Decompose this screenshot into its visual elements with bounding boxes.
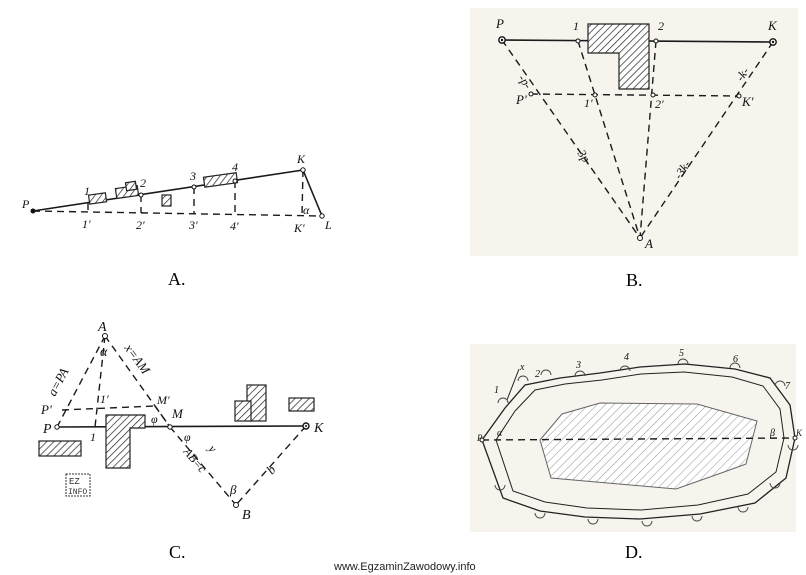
c-label-k: K (313, 421, 324, 436)
d-label-k: K (795, 428, 803, 438)
c-label-p: P (42, 422, 52, 437)
b-label-p: P (495, 16, 504, 31)
c-label-a: A (97, 320, 107, 335)
c-label-a-eq: a=PA (44, 365, 71, 398)
c-label-m-prime: M' (156, 393, 170, 407)
c-label-phi1: φ (151, 412, 158, 426)
caption-a: A. (168, 269, 186, 289)
b-label-a: A (644, 236, 653, 251)
c-label-beta: β (229, 482, 237, 497)
d-label-alpha: α (497, 428, 503, 439)
ez-info-logo: EZ INFO (65, 473, 91, 497)
b-label-1p: 1' (584, 96, 593, 110)
d-label-x: x (519, 362, 525, 373)
c-label-1: 1 (90, 430, 96, 444)
a-label-1p: 1' (82, 217, 91, 231)
c-label-m: M (171, 406, 184, 421)
c-label-b: B (242, 508, 251, 523)
a-label-2p: 2' (136, 218, 145, 232)
panel-d: x 1 2 3 4 5 6 7 P α β K (470, 344, 803, 532)
d-label-1: 1 (494, 385, 499, 396)
b-label-1: 1 (573, 19, 579, 33)
c-label-y: y (205, 441, 220, 455)
a-label-l: L (324, 218, 332, 232)
a-label-k-prime: K' (293, 221, 305, 235)
b-label-p-small: -p- (516, 72, 535, 91)
c-label-ab-c: AB=c (180, 444, 210, 476)
b-label-p-prime: P' (515, 92, 527, 107)
a-label-k: K (296, 152, 306, 166)
d-label-4: 4 (624, 352, 629, 363)
a-label-4: 4 (232, 160, 238, 174)
a-label-alpha: α (303, 203, 310, 217)
d-label-3: 3 (575, 360, 581, 371)
a-label-4p: 4' (230, 219, 239, 233)
panel-b: P K A 1 2 P' 1' 2' K' -p- -k- -3p- -3k- (470, 8, 798, 256)
d-label-5: 5 (679, 348, 684, 359)
a-label-3: 3 (189, 169, 196, 183)
c-label-phi2: φ (184, 430, 191, 444)
c-label-p-prime: P' (40, 402, 52, 417)
c-label-alpha: α (100, 345, 108, 360)
b-label-k-prime: K' (741, 94, 754, 109)
b-label-k: K (767, 18, 778, 33)
svg-text:INFO: INFO (68, 488, 87, 497)
a-label-2: 2 (140, 176, 146, 190)
a-label-3p: 3' (188, 218, 198, 232)
d-label-p: P (476, 433, 483, 443)
a-label-p: P (21, 197, 30, 211)
b-label-2: 2 (658, 19, 664, 33)
c-label-x-eq: x=AM (121, 340, 154, 378)
caption-b: B. (626, 270, 643, 290)
svg-text:EZ: EZ (69, 477, 80, 487)
d-label-6: 6 (733, 354, 738, 365)
d-label-7: 7 (785, 381, 791, 392)
d-label-2: 2 (535, 369, 540, 380)
a-label-1: 1 (84, 184, 90, 198)
c-label-b-small: b (263, 462, 279, 477)
caption-c: C. (169, 542, 186, 562)
caption-d: D. (625, 542, 643, 562)
c-label-1p: 1' (100, 392, 109, 406)
d-label-beta: β (769, 428, 775, 439)
panel-a: P K L K' α 1 2 3 4 1' 2' 3' 4' (21, 152, 332, 235)
b-label-2p: 2' (655, 97, 664, 111)
b-label-k-small: -k- (733, 65, 752, 84)
site-watermark: www.EgzaminZawodowy.info (333, 561, 476, 573)
